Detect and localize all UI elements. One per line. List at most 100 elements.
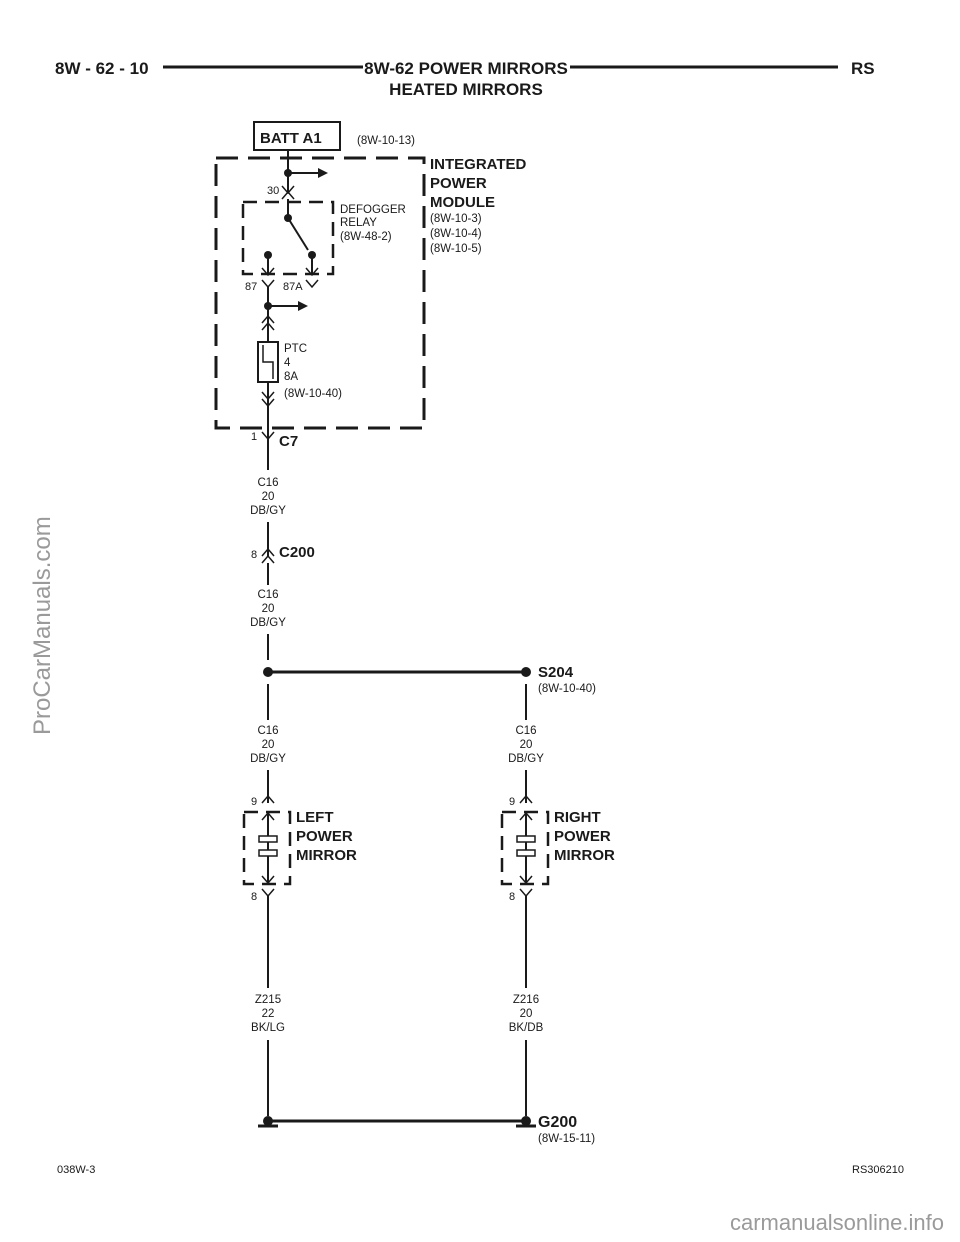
g200-label: G200	[538, 1114, 577, 1131]
side-watermark: ProCarManuals.com	[29, 516, 56, 735]
ipm-name-line3: MODULE	[430, 194, 495, 211]
wire4-gauge: 20	[520, 739, 533, 751]
batt-a1-source: BATT A1 (8W-10-13)	[253, 121, 415, 151]
wire5-color: BK/LG	[251, 1022, 285, 1034]
relay-pin-30: 30	[267, 185, 279, 197]
integrated-power-module: INTEGRATED POWER MODULE (8W-10-3) (8W-10…	[214, 150, 527, 450]
batt-a1-ref: (8W-10-13)	[357, 135, 415, 147]
left-mirror-pin-out: 8	[251, 891, 257, 903]
c200-pin-icon-2	[261, 554, 275, 564]
ipm-ref-2: (8W-10-4)	[430, 228, 482, 240]
batt-a1-label: BATT A1	[260, 130, 322, 147]
wire2-gauge: 20	[262, 603, 275, 615]
right-mirror-pin8-icon	[519, 888, 533, 898]
pin-87-connector-icon	[261, 279, 275, 289]
left-power-mirror: 9 8 LEFT POWER MIRROR	[242, 794, 357, 903]
left-mirror-line3: MIRROR	[296, 847, 357, 864]
relay-name-line1: DEFOGGER	[340, 204, 406, 216]
left-mirror-outline	[242, 810, 292, 886]
right-heater-out-icon	[519, 875, 533, 885]
g200-right-dot	[521, 1116, 531, 1126]
s204-right-dot	[521, 667, 531, 677]
pin-87a-inner-icon	[305, 267, 319, 277]
ipm-outline	[214, 156, 426, 430]
wire3-circuit: C16	[257, 725, 278, 737]
relay-pin-87a: 87A	[283, 281, 303, 293]
wire3-gauge: 20	[262, 739, 275, 751]
wire1-color: DB/GY	[250, 505, 286, 517]
pin-30-female-icon	[281, 190, 295, 200]
ptc-out-pin-icon-2	[261, 398, 275, 408]
right-mirror-line2: POWER	[554, 828, 611, 845]
ptc-in-pin-icon-1	[261, 314, 275, 324]
left-mirror-line1: LEFT	[296, 809, 334, 826]
pin-87-inner-icon	[261, 267, 275, 277]
s204-label: S204	[538, 664, 574, 681]
left-heater-element-top	[258, 835, 278, 843]
ipm-name-line2: POWER	[430, 175, 487, 192]
page-number: 8W - 62 - 10	[55, 59, 149, 78]
right-mirror-outline	[500, 810, 550, 886]
right-power-mirror: 9 8 RIGHT POWER MIRROR	[500, 794, 615, 903]
wire3-color: DB/GY	[250, 753, 286, 765]
wire1-circuit: C16	[257, 477, 278, 489]
branch-arrow-icon	[318, 168, 328, 178]
s204-ref: (8W-10-40)	[538, 683, 596, 695]
ptc-in-pin-icon-2	[261, 321, 275, 331]
ipm-ref-3: (8W-10-5)	[430, 243, 482, 255]
c200-pin-number: 8	[251, 549, 257, 561]
right-mirror-line3: MIRROR	[554, 847, 615, 864]
wire2-color: DB/GY	[250, 617, 286, 629]
right-mirror-pin9-icon	[519, 794, 533, 804]
pin-87a-connector-icon	[305, 279, 319, 289]
wire1-gauge: 20	[262, 491, 275, 503]
wire4-circuit: C16	[515, 725, 536, 737]
left-mirror-pin-in: 9	[251, 796, 257, 808]
ptc-line2: 4	[284, 357, 291, 369]
ptc-out-pin-icon-1	[261, 391, 275, 401]
footer-right-code: RS306210	[852, 1164, 904, 1176]
ipm-ref-1: (8W-10-3)	[430, 213, 482, 225]
ptc-symbol-icon	[262, 345, 274, 379]
ground-g200: G200 (8W-15-11)	[258, 1114, 595, 1145]
ptc-ref: (8W-10-40)	[284, 388, 342, 400]
wire6-circuit: Z216	[513, 994, 539, 1006]
batt-a1-box	[253, 121, 341, 151]
right-heater-element-bottom	[516, 849, 536, 857]
c200-pin-icon-1	[261, 547, 275, 557]
left-mirror-pin8-icon	[261, 888, 275, 898]
splice-s204: S204 (8W-10-40)	[263, 664, 596, 695]
left-mirror-pin9-icon	[261, 794, 275, 804]
relay-name-line2: RELAY	[340, 217, 377, 229]
page-title: 8W-62 POWER MIRRORS	[364, 59, 568, 78]
wire6-gauge: 20	[520, 1008, 533, 1020]
left-heater-out-icon	[261, 875, 275, 885]
left-heater-element-bottom	[258, 849, 278, 857]
model-code: RS	[851, 59, 875, 78]
c7-pin-icon	[261, 431, 275, 441]
footer-left-code: 038W-3	[57, 1164, 95, 1176]
left-mirror-line2: POWER	[296, 828, 353, 845]
wire4-color: DB/GY	[508, 753, 544, 765]
right-mirror-pin-out: 8	[509, 891, 515, 903]
page-subtitle: HEATED MIRRORS	[389, 80, 543, 99]
output-arrow-icon	[298, 301, 308, 311]
relay-switch-blade	[287, 217, 309, 251]
c7-connector-label: C7	[279, 433, 298, 450]
relay-pin-87: 87	[245, 281, 257, 293]
c200-label: C200	[279, 544, 315, 561]
wire5-gauge: 22	[262, 1008, 275, 1020]
bottom-watermark: carmanualsonline.info	[730, 1210, 944, 1235]
wire5-circuit: Z215	[255, 994, 281, 1006]
right-heater-element-top	[516, 835, 536, 843]
ptc-line1: PTC	[284, 343, 307, 355]
wire6-color: BK/DB	[509, 1022, 544, 1034]
right-mirror-pin-in: 9	[509, 796, 515, 808]
g200-ref: (8W-15-11)	[538, 1133, 595, 1145]
page-header: 8W - 62 - 10 8W-62 POWER MIRRORS RS HEAT…	[55, 59, 875, 99]
wire2-circuit: C16	[257, 589, 278, 601]
right-mirror-line1: RIGHT	[554, 809, 601, 826]
c7-pin-number: 1	[251, 431, 257, 443]
relay-ref: (8W-48-2)	[340, 231, 392, 243]
